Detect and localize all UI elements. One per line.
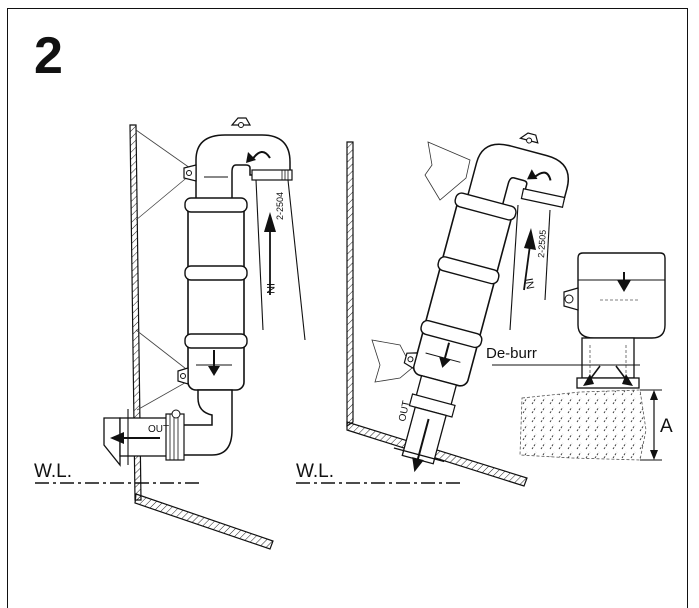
detail-pipe: [581, 337, 635, 379]
dim-arrow-bottom: [650, 450, 658, 460]
right-lower-shelf: [371, 339, 413, 383]
right-out-label: OUT: [397, 400, 412, 423]
left-out-label: OUT: [148, 424, 169, 435]
right-band-3: [420, 319, 483, 349]
right-down-arrowhead: [439, 356, 451, 368]
dim-arrow-top: [650, 390, 658, 400]
right-in-arrow-shaft: [523, 244, 531, 291]
detail-deburr-label: De-burr: [486, 345, 537, 362]
right-upper-shelf: [424, 141, 471, 201]
dim-label: A: [660, 416, 673, 437]
right-installation-view: OUT IN 2-2505 W.L.: [296, 132, 569, 487]
right-inlet-clamp: [520, 188, 566, 208]
detail-deburr-arrowhead-right: [622, 374, 633, 386]
left-band-2: [184, 265, 248, 281]
detail-outlet-housing: [577, 252, 666, 339]
left-upper-elbow: [195, 134, 291, 201]
left-clamp-screw: [171, 409, 181, 419]
right-part-code: 2-2505: [536, 229, 548, 258]
right-lower-bolt: [407, 356, 414, 363]
detail-down-arrowhead: [617, 280, 631, 292]
right-flow-arrowhead-top: [526, 169, 538, 180]
left-in-label: IN: [264, 283, 276, 294]
left-band-1: [184, 197, 248, 213]
step-number: 2: [34, 27, 63, 85]
right-out-arrowhead: [412, 457, 424, 473]
left-outlet-clamp-thread: [169, 414, 179, 460]
right-in-label: IN: [522, 277, 536, 290]
left-muffler-body: [187, 199, 245, 391]
left-inlet-clamp: [251, 169, 293, 181]
detail-pipe-end: [576, 377, 640, 389]
detail-hull-section: [519, 389, 647, 461]
left-side-bolt: [186, 170, 192, 176]
right-waterline-label: W.L.: [296, 461, 334, 482]
left-installation-view: IN 2-2504 OUT W.L.: [34, 117, 306, 550]
left-down-arrowhead: [208, 366, 220, 376]
left-outlet-clamp: [165, 413, 185, 461]
detail-bolt: [564, 294, 574, 304]
right-hull-bottom: [346, 421, 528, 487]
right-down-arrow-shaft: [443, 342, 451, 361]
right-top-bolt: [526, 137, 533, 144]
left-band-3: [184, 333, 248, 349]
left-top-bolt: [238, 122, 244, 128]
right-inlet-hose: [509, 204, 551, 331]
right-band-1: [454, 192, 517, 221]
left-outlet-elbow: [179, 389, 233, 456]
left-hull-bottom: [134, 493, 274, 550]
right-in-arrowhead: [524, 228, 536, 250]
left-part-code: 2-2504: [275, 192, 285, 220]
detail-deburr-arrowhead-left: [583, 374, 594, 386]
left-mount-brackets: [135, 129, 191, 411]
left-waterline-label: W.L.: [34, 461, 72, 482]
left-flow-arrowhead-top: [246, 152, 256, 163]
left-in-arrowhead: [264, 212, 276, 232]
left-out-arrowhead: [110, 432, 124, 444]
figure-frame: [7, 8, 688, 608]
left-inlet-clamp-thread: [281, 170, 289, 180]
left-inlet-hose: [255, 179, 306, 341]
left-thru-hull-flange: [103, 417, 121, 467]
right-out-arrow-shaft: [415, 418, 430, 463]
deburr-detail-view: De-burr A: [486, 252, 673, 461]
right-band-2: [437, 256, 500, 285]
left-lower-bolt: [180, 373, 186, 379]
right-muffler-assembly: [393, 132, 569, 473]
right-hull-wall: [346, 141, 354, 428]
